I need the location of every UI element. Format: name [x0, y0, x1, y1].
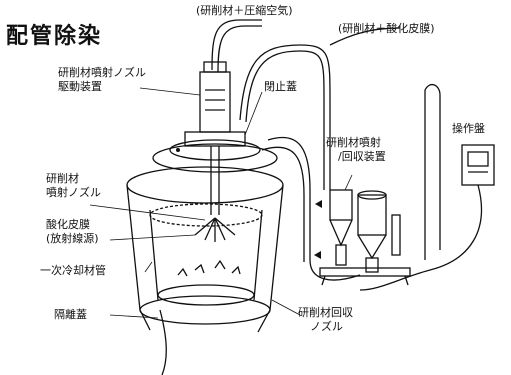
label-closure-lid: 閉止蓋 — [264, 80, 297, 93]
cyclone-2-body — [357, 194, 387, 236]
page-title: 配管除染 — [6, 24, 103, 49]
label-isolation-lid: 隔離蓋 — [54, 308, 87, 321]
cyclone-1-body — [329, 189, 353, 221]
return-hose-2 — [261, 146, 305, 262]
coolant-pipe — [149, 203, 263, 227]
recovery-base — [319, 267, 411, 277]
supply-hose-main-2 — [245, 50, 325, 190]
label-oxide-2: (放射線源) — [46, 232, 99, 245]
label-abrasive-air: (研削材＋圧縮空気) — [196, 4, 293, 17]
supply-hose-air-2 — [217, 25, 262, 73]
debris — [177, 259, 241, 277]
label-coolant-pipe: 一次冷却材管 — [40, 264, 106, 277]
label-recovery-nozzle-2: ノズル — [310, 320, 343, 333]
label-nozzle-1: 研削材 — [46, 172, 79, 185]
label-oxide-1: 酸化皮膜 — [46, 218, 90, 231]
label-nozzle-2: 噴射ノズル — [46, 186, 101, 199]
label-recovery-nozzle-1: 研削材回収 — [298, 306, 353, 319]
return-hose — [267, 136, 361, 281]
label-recovery-device-2: /回収装置 — [338, 150, 386, 163]
label-recovery-device-1: 研削材噴射 — [326, 136, 381, 149]
closure-lid — [152, 143, 278, 173]
drive-unit-body — [199, 71, 231, 133]
supply-hose-air — [211, 19, 262, 71]
drive-unit-base — [184, 131, 246, 147]
control-panel-body — [461, 144, 495, 186]
supply-hose-main — [239, 44, 331, 190]
actuator — [391, 214, 401, 256]
spray-pattern — [194, 217, 236, 242]
top-hose-to-label — [329, 27, 401, 46]
control-cable — [359, 184, 483, 291]
label-nozzle-drive-2: 駆動装置 — [58, 80, 102, 93]
drive-unit-cap — [203, 61, 227, 73]
label-control-panel: 操作盤 — [452, 122, 485, 135]
label-abrasive-oxide: (研削材＋酸化皮膜) — [338, 22, 435, 35]
label-nozzle-drive-1: 研削材噴射ノズル — [58, 66, 146, 79]
isolation-lid-line — [159, 309, 167, 375]
